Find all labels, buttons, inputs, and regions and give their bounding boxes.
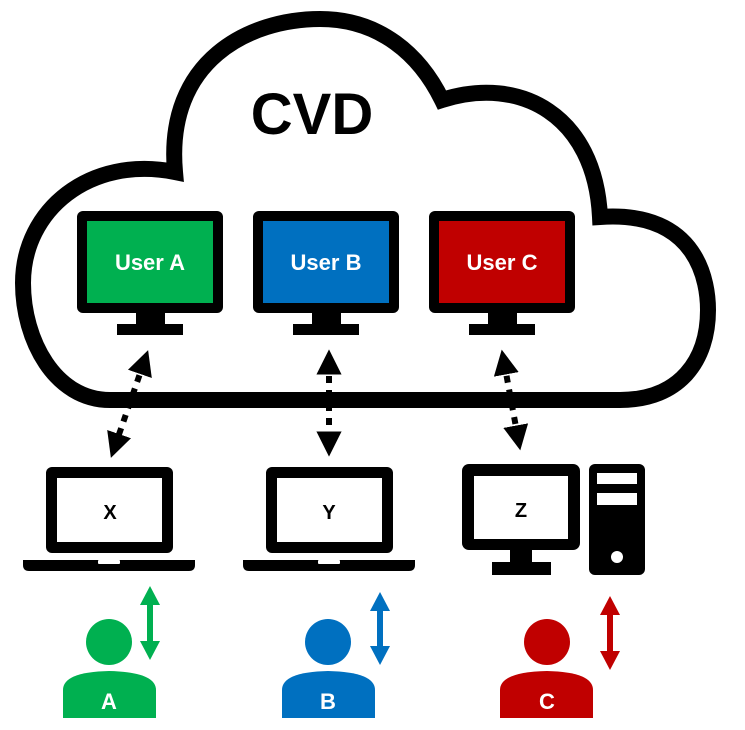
device-z: Z bbox=[462, 464, 645, 575]
person-icon bbox=[63, 619, 156, 718]
screen-label: User A bbox=[115, 250, 185, 275]
device-label: Z bbox=[515, 500, 527, 522]
cloud-title: CVD bbox=[251, 82, 373, 147]
device-label: X bbox=[103, 502, 117, 524]
monitor-icon bbox=[253, 211, 399, 335]
user-b: B bbox=[282, 592, 390, 718]
monitor-icon bbox=[77, 211, 223, 335]
person-icon bbox=[500, 619, 593, 718]
virtual-desktop-user-a: User A bbox=[77, 211, 223, 335]
laptop-icon bbox=[23, 467, 195, 571]
monitor-icon bbox=[429, 211, 575, 335]
user-label: B bbox=[320, 689, 336, 714]
double-arrow-icon bbox=[140, 586, 160, 660]
cloud-shape bbox=[14, 10, 717, 408]
double-arrow-icon bbox=[370, 592, 390, 665]
virtual-desktop-user-b: User B bbox=[253, 211, 399, 335]
user-c: C bbox=[500, 596, 620, 718]
device-y: Y bbox=[243, 467, 415, 571]
person-icon bbox=[282, 619, 375, 718]
screen-label: User B bbox=[291, 250, 362, 275]
user-label: A bbox=[101, 689, 117, 714]
double-arrow-icon bbox=[600, 596, 620, 670]
virtual-desktop-user-c: User C bbox=[429, 211, 575, 335]
desktop-computer-icon bbox=[462, 464, 645, 575]
user-a: A bbox=[63, 586, 160, 718]
screen-label: User C bbox=[467, 250, 538, 275]
device-x: X bbox=[23, 467, 195, 571]
connection-arrow-x-a bbox=[107, 350, 152, 458]
laptop-icon bbox=[243, 467, 415, 571]
user-label: C bbox=[539, 689, 555, 714]
device-label: Y bbox=[322, 502, 336, 524]
